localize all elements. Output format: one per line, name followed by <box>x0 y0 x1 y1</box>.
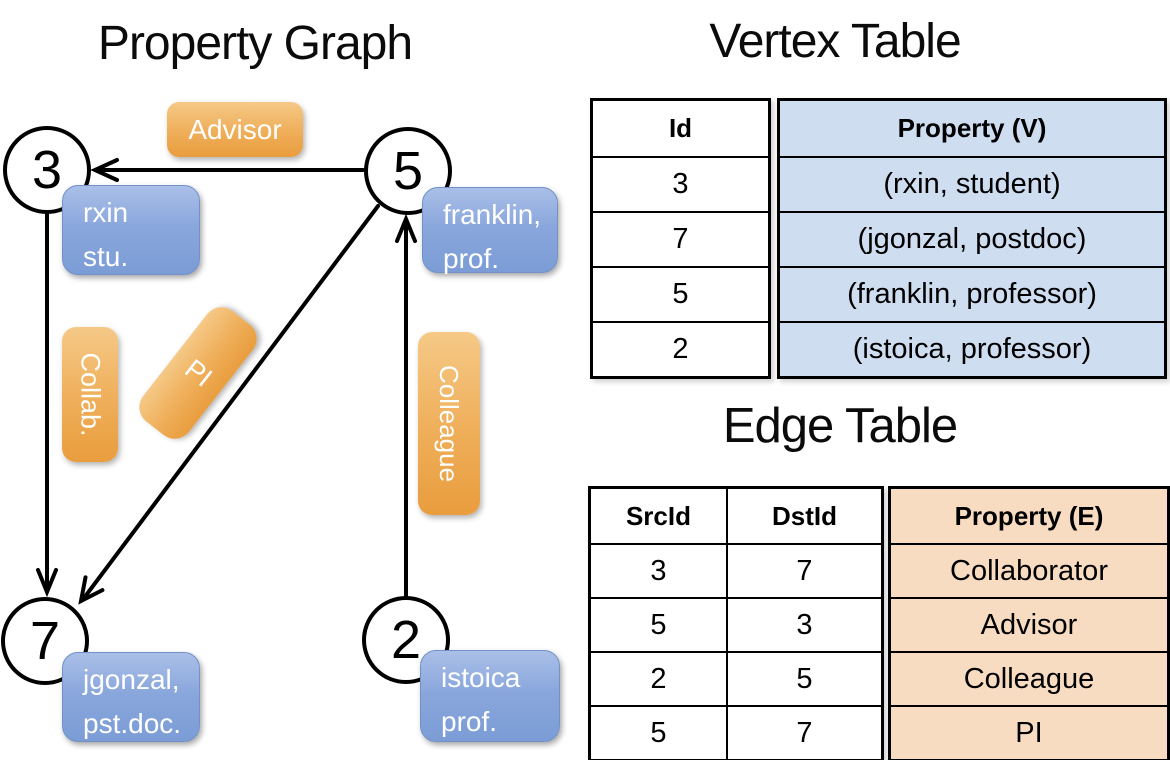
vertex-property-line: jgonzal, <box>83 664 180 695</box>
vertex-property-line: stu. <box>83 241 129 272</box>
edge-arrow-5-to-3 <box>90 158 365 182</box>
vertex-property-line: rxin <box>83 197 129 228</box>
edge-table-header-row: SrcId DstId <box>591 489 881 543</box>
edge-arrow-3-to-7 <box>36 212 58 598</box>
edge-src-cell: 2 <box>650 662 667 695</box>
vertex-table-header-id: Id <box>668 113 693 143</box>
table-row: (franklin, professor) <box>780 266 1164 321</box>
edge-table-header-srcid: SrcId <box>625 500 691 531</box>
vertex-property-box-franklin: franklin, prof. <box>422 187 558 274</box>
edge-label-advisor: Advisor <box>167 102 303 157</box>
vertex-table-header-property: Property (V) <box>897 113 1047 143</box>
property-graph-title: Property Graph <box>97 17 413 70</box>
edge-dst-cell: 3 <box>725 599 881 651</box>
table-row: Collaborator <box>891 543 1167 597</box>
edge-arrow-5-to-7 <box>78 204 380 605</box>
vertex-id-label: 2 <box>390 610 422 670</box>
table-row: 2 <box>593 321 768 376</box>
table-row: 7 <box>593 211 768 266</box>
edge-dst-cell: 5 <box>725 653 881 705</box>
edge-arrow-2-to-5 <box>395 213 417 598</box>
edge-dst-cell: 7 <box>725 707 881 759</box>
edge-table-header-dstid: DstId <box>725 489 881 543</box>
table-row: Colleague <box>891 651 1167 705</box>
vertex-circle-2: 2 <box>362 596 450 684</box>
vertex-table-id-column: Id 3 7 5 2 <box>590 98 771 379</box>
edge-dst-cell: 7 <box>725 545 881 597</box>
table-row: PI <box>891 705 1167 759</box>
vertex-property-line: istoica <box>441 662 521 693</box>
vertex-property-line: franklin, <box>443 199 542 230</box>
vertex-property-box-istoica: istoica prof. <box>420 650 560 742</box>
edge-table-header-property: Property (E) <box>954 500 1104 531</box>
vertex-property-line: prof. <box>441 706 498 737</box>
edge-label-colleague: Colleague <box>418 332 480 515</box>
vertex-table-property-column: Property (V) (rxin, student) (jgonzal, p… <box>777 98 1167 379</box>
edge-label-text: Collab. <box>75 352 106 437</box>
table-row: 5 7 <box>591 705 881 759</box>
graph-edges-layer <box>36 158 417 605</box>
vertex-table-title: Vertex Table <box>709 15 961 68</box>
table-row: 5 <box>593 266 768 321</box>
edge-label-text: Colleague <box>434 364 465 483</box>
edge-src-cell: 5 <box>650 716 667 749</box>
edge-src-cell: 3 <box>650 554 667 587</box>
vertex-id-label: 3 <box>31 140 63 200</box>
vertex-property-line: pst.doc. <box>83 708 182 739</box>
vertex-property-box-rxin: rxin stu. <box>62 185 200 275</box>
edge-table-property-column: Property (E) Collaborator Advisor Collea… <box>888 486 1170 760</box>
vertex-property-box-jgonzal: jgonzal, pst.doc. <box>62 652 200 742</box>
vertex-id-label: 5 <box>392 141 424 201</box>
table-row: 3 <box>593 156 768 211</box>
edge-label-text: PI <box>179 352 218 393</box>
edge-table-title: Edge Table <box>722 399 958 453</box>
table-row: 5 3 <box>591 597 881 651</box>
edge-label-collab: Collab. <box>62 327 118 462</box>
edge-label-text: Advisor <box>188 113 282 145</box>
table-row: 3 7 <box>591 543 881 597</box>
edge-table-id-columns: SrcId DstId 3 7 5 3 2 5 5 7 <box>588 486 884 760</box>
table-row: (jgonzal, postdoc) <box>780 211 1164 266</box>
vertex-property-line: prof. <box>443 243 500 274</box>
vertex-id-label: 7 <box>29 611 61 671</box>
table-row: 2 5 <box>591 651 881 705</box>
table-row: (rxin, student) <box>780 156 1164 211</box>
table-row: (istoica, professor) <box>780 321 1164 376</box>
table-row: Advisor <box>891 597 1167 651</box>
edge-src-cell: 5 <box>650 608 667 641</box>
